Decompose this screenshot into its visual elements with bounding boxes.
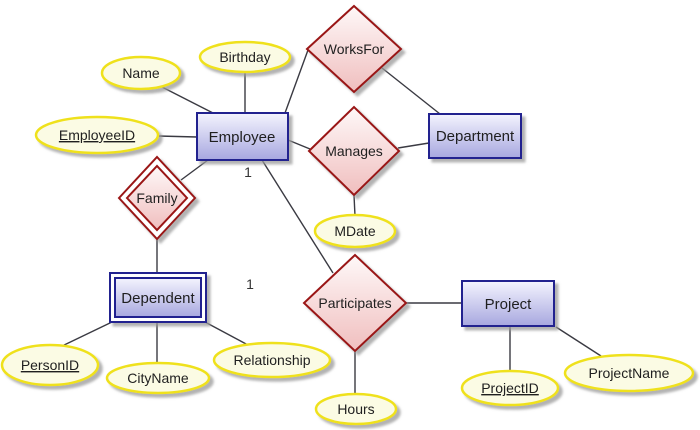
relationship-family: Family — [117, 155, 197, 241]
attribute-label: Hours — [337, 401, 374, 417]
attribute-label: EmployeeID — [59, 127, 135, 143]
attribute-mdate: MDate — [313, 213, 397, 249]
department-rect-shape — [428, 113, 522, 159]
attribute-employeeid: EmployeeID — [34, 115, 160, 155]
hours-ellipse-shape — [314, 392, 398, 426]
projectname-ellipse-shape — [563, 353, 695, 393]
connector-manages-mdate — [353, 194, 356, 217]
entity-label: Dependent — [121, 290, 195, 307]
attribute-label: ProjectID — [481, 380, 539, 396]
personid-ellipse-shape — [0, 343, 100, 387]
connector-employee-family — [180, 159, 209, 181]
connector-name-employee — [159, 85, 214, 114]
attribute-cityname: CityName — [105, 361, 211, 395]
relationship-label: Manages — [325, 143, 383, 159]
attribute-birthday: Birthday — [198, 40, 292, 74]
entity-label: Employee — [209, 129, 276, 146]
attribute-relationship: Relationship — [212, 341, 332, 379]
manages-diamond-shape — [307, 105, 401, 197]
entity-employee: Employee — [196, 112, 289, 161]
attribute-label: Name — [122, 65, 160, 81]
relationship-label: Family — [136, 190, 177, 206]
project-rect-shape — [461, 280, 555, 327]
relationship-participates: Participates — [302, 253, 408, 353]
connector-worksfor-department — [381, 67, 441, 115]
entity-dependent: Dependent — [109, 272, 207, 323]
connector-employee-worksfor — [284, 49, 309, 114]
family-diamond-inner-shape — [125, 164, 189, 232]
attribute-label: ProjectName — [589, 365, 670, 381]
participates-diamond-shape — [302, 253, 408, 353]
relationship-worksfor: WorksFor — [305, 4, 403, 94]
attribute-label: Relationship — [233, 352, 310, 368]
worksfor-diamond-shape — [305, 4, 403, 94]
entity-project: Project — [461, 280, 555, 327]
relationship-label: Participates — [318, 295, 391, 311]
mdate-ellipse-shape — [313, 213, 397, 249]
attribute-label: PersonID — [21, 357, 79, 373]
attribute-label: CityName — [127, 370, 189, 386]
dependent-rect-inner-shape — [114, 277, 202, 318]
employeeid-ellipse-shape — [34, 115, 160, 155]
employee-rect-shape — [196, 112, 289, 161]
attribute-label: Birthday — [219, 49, 270, 65]
entity-label: Project — [485, 296, 533, 313]
cardinality-label-1: 1 — [244, 164, 252, 180]
cityname-ellipse-shape — [105, 361, 211, 395]
connector-manages-department — [397, 142, 430, 149]
connector-employee-manages — [287, 139, 311, 150]
entity-department: Department — [428, 113, 522, 159]
attribute-label: MDate — [334, 223, 375, 239]
connector-project-projectname — [555, 326, 602, 357]
attribute-projectname: ProjectName — [563, 353, 695, 393]
connector-dependent-relationship — [204, 321, 249, 346]
relationship-ellipse-shape — [212, 341, 332, 379]
attribute-name: Name — [100, 55, 182, 91]
connectors — [59, 49, 602, 395]
cardinality-label-2: 1 — [246, 276, 254, 292]
relationship-manages: Manages — [307, 105, 401, 197]
birthday-ellipse-shape — [198, 40, 292, 74]
projectid-ellipse-shape — [460, 369, 560, 407]
attribute-projectid: ProjectID — [460, 369, 560, 407]
attribute-personid: PersonID — [0, 343, 100, 387]
entity-label: Department — [436, 128, 515, 145]
connector-dependent-personid — [59, 321, 113, 348]
attribute-hours: Hours — [314, 392, 398, 426]
name-ellipse-shape — [100, 55, 182, 91]
connector-employee-participates — [261, 159, 334, 274]
connector-employeeid-employee — [157, 135, 198, 138]
relationship-label: WorksFor — [324, 41, 385, 57]
